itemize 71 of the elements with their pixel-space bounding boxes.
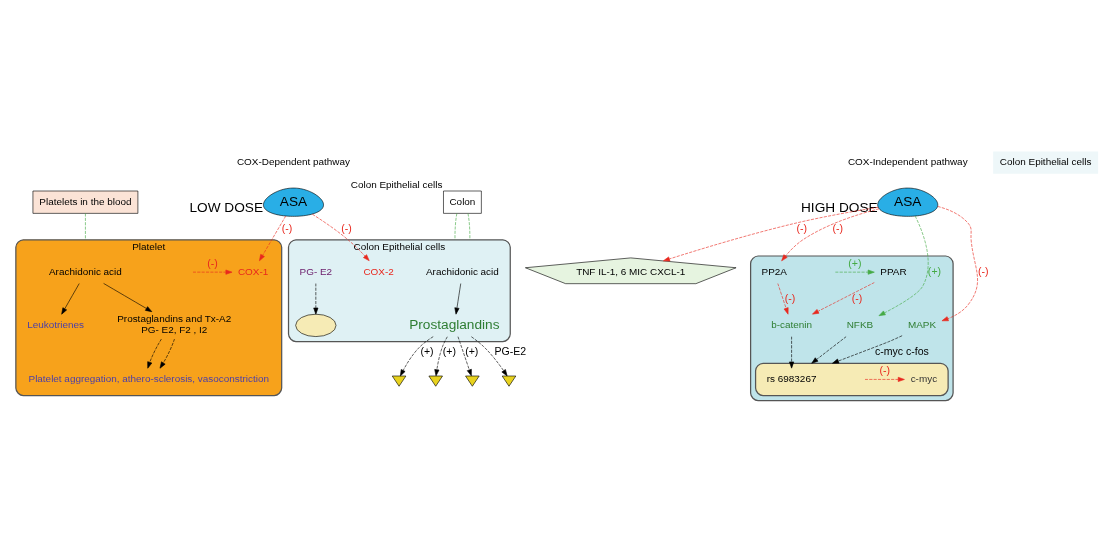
node-receptor: [391, 375, 407, 387]
node-text: COX-2: [363, 265, 394, 277]
edge-label: (+): [465, 344, 479, 357]
arrow: [812, 282, 875, 315]
arrow: [937, 206, 978, 322]
node-box: Platelets in the blood: [32, 190, 139, 214]
arrow: [777, 283, 789, 315]
node-ellipse: [295, 313, 337, 337]
edge-label: (-): [341, 221, 352, 234]
node-text: PP2A: [761, 265, 787, 277]
arrow: [457, 336, 472, 377]
edge-label: (+): [442, 344, 456, 357]
connector: [454, 213, 458, 241]
node-label: Colon Epithelial cells: [350, 178, 443, 190]
edge-label: (+): [420, 344, 434, 357]
edge-label: (-): [879, 364, 891, 377]
arrow: [811, 336, 847, 364]
node-text: PG- E2: [299, 265, 333, 277]
arrow: [147, 338, 162, 369]
arrow: [434, 336, 448, 377]
node-receptor: [428, 375, 443, 387]
connector: [85, 213, 86, 241]
edge-label: (+): [927, 264, 942, 277]
node-text: PPAR: [880, 265, 907, 277]
node-text: NFKB: [846, 318, 874, 330]
node-receptor: [501, 375, 517, 387]
edge-label: (-): [281, 221, 293, 234]
arrow: [259, 215, 286, 262]
edge-label: (+): [848, 256, 862, 269]
node-text: b-catenin: [771, 318, 813, 330]
arrow: [663, 207, 879, 262]
arrow: [878, 215, 929, 317]
label: COX-Independent pathway: [847, 156, 968, 168]
node-text: Arachidonic acid: [426, 265, 499, 277]
edge-label: (-): [207, 256, 218, 269]
arrow: [471, 336, 508, 377]
arrow: [789, 336, 795, 369]
node-receptor: [465, 375, 480, 387]
edge-label: PG-E2: [494, 344, 527, 357]
arrow: [400, 336, 434, 377]
node-label: HIGH DOSE: [800, 200, 878, 216]
edge-label: (-): [977, 264, 989, 277]
arrow: [864, 376, 905, 382]
arrow: [312, 213, 370, 261]
arrow: [835, 269, 875, 275]
arrow: [832, 335, 903, 364]
edge-label: c-myc c-fos: [874, 344, 929, 357]
node-text: Arachidonic acid: [49, 265, 122, 277]
connector: [467, 213, 471, 241]
edge-label: (-): [784, 291, 796, 304]
edge-label: (-): [832, 221, 844, 234]
arrow: [454, 283, 462, 315]
arrow: [781, 208, 880, 262]
node-text: c-myc: [910, 372, 938, 384]
edge-label: (-): [796, 221, 808, 234]
node-box: Colon: [443, 190, 482, 214]
node-text: rs 6983267: [766, 372, 817, 384]
arrow: [61, 283, 80, 315]
node-text: Prostaglandins and Tx-A2 PG- E2, F2 , I2: [117, 313, 232, 336]
node-label: LOW DOSE: [189, 200, 264, 216]
edge-label: (-): [851, 291, 863, 304]
node-text: Platelet aggregation, athero-sclerosis, vasoconstriction: [28, 372, 269, 384]
arrow: [313, 283, 319, 315]
arrow: [192, 269, 233, 275]
node-text: Leukotrienes: [27, 318, 85, 330]
node-text: Prostaglandins: [409, 316, 500, 332]
label: COX-Dependent pathway: [236, 156, 351, 168]
node-text: MAPK: [907, 318, 937, 330]
arrow: [159, 338, 175, 369]
node-text: COX-1: [237, 265, 269, 277]
arrow: [103, 283, 153, 312]
